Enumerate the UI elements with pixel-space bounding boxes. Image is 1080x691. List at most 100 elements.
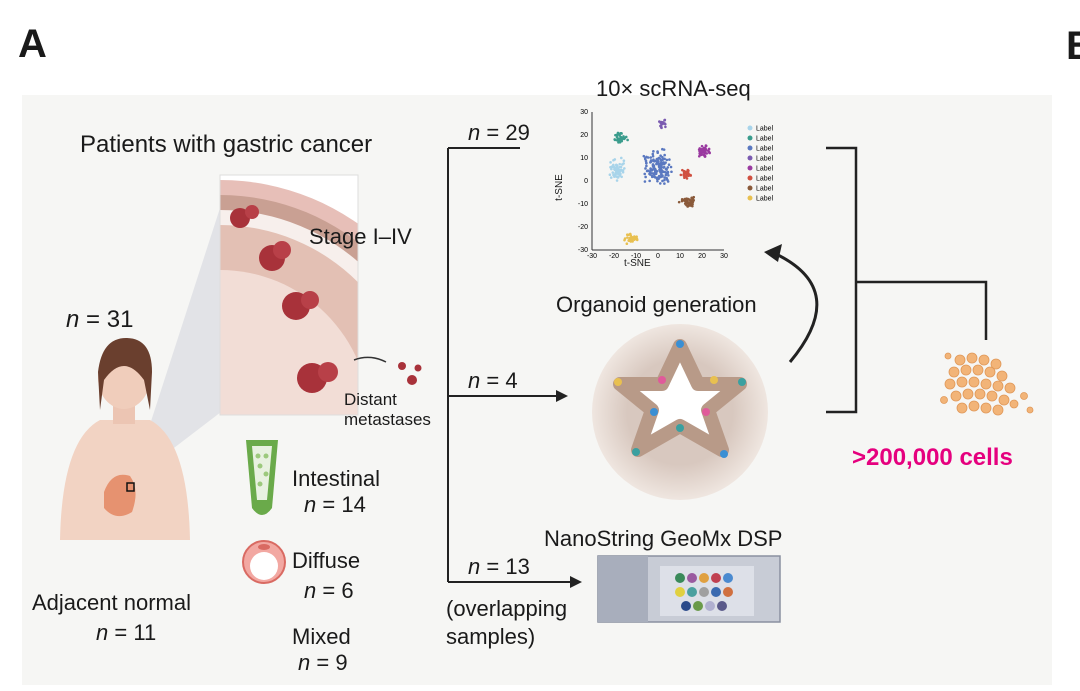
tsne-point-cluster-7	[686, 197, 690, 201]
tsne-point-cluster-1	[618, 162, 622, 166]
tsne-legend-label: Label	[756, 126, 774, 133]
tsne-legend-label: Label	[756, 146, 774, 153]
tsne-legend-label: Label	[756, 136, 774, 143]
tsne-point-cluster-3	[645, 164, 648, 168]
geomx-title: NanoString GeoMx DSP	[544, 526, 783, 551]
tsne-point-cluster-1	[608, 173, 612, 177]
tsne-point-cluster-4	[660, 125, 663, 129]
tsne-y-tick: 30	[580, 109, 588, 116]
tsne-point-cluster-2	[613, 138, 617, 142]
tsne-point-cluster-6	[687, 172, 691, 176]
tsne-point-cluster-3	[656, 150, 659, 153]
tsne-legend-label: Label	[756, 186, 774, 193]
tsne-x-tick: -30	[587, 253, 597, 260]
tsne-point-cluster-1	[613, 175, 616, 178]
tsne-point-cluster-3	[661, 155, 664, 159]
tsne-point-cluster-1	[622, 162, 625, 165]
subtype-mixed-label: Mixed	[292, 624, 351, 649]
scrna-title: 10× scRNA-seq	[596, 76, 751, 101]
tsne-y-tick: 10	[580, 155, 588, 162]
tsne-point-cluster-3	[663, 176, 666, 179]
tsne-point-cluster-3	[659, 154, 662, 157]
tsne-legend-swatch	[747, 165, 753, 171]
tsne-point-cluster-5	[698, 152, 702, 155]
tsne-point-cluster-2	[626, 138, 629, 142]
subtype-diffuse-label: Diffuse	[292, 548, 361, 573]
tsne-x-tick: -10	[631, 253, 641, 260]
tsne-point-cluster-2	[619, 131, 623, 135]
branch-scrna-count: n = 29	[468, 120, 530, 145]
tsne-point-cluster-3	[660, 169, 664, 172]
tsne-x-tick: 10	[676, 253, 684, 260]
tsne-y-tick: -20	[578, 224, 588, 231]
tsne-point-cluster-7	[688, 199, 692, 202]
tsne-y-tick: -30	[578, 247, 588, 254]
zoom-wedge	[132, 205, 221, 480]
tsne-point-cluster-1	[610, 167, 613, 171]
tsne-x-tick: 30	[720, 253, 728, 260]
tsne-point-cluster-1	[612, 163, 615, 167]
tsne-point-cluster-8	[626, 236, 629, 239]
tsne-point-cluster-7	[677, 200, 681, 204]
curved-arrow	[775, 252, 819, 363]
metastasis-dot	[414, 364, 422, 372]
tsne-y-tick: 20	[580, 132, 588, 139]
tsne-point-cluster-7	[680, 197, 684, 201]
tsne-legend-label: Label	[756, 166, 774, 173]
tsne-point-cluster-3	[663, 178, 666, 182]
tsne-point-cluster-7	[689, 204, 692, 207]
tsne-point-cluster-1	[613, 158, 617, 161]
intestinal-gland-icon	[246, 440, 278, 515]
metastases-label: metastases	[344, 410, 431, 429]
tsne-point-cluster-7	[685, 203, 689, 207]
tsne-legend-swatch	[747, 135, 753, 141]
tsne-point-cluster-3	[664, 173, 668, 177]
tsne-point-cluster-3	[657, 160, 660, 163]
diffuse-cell-icon	[242, 540, 286, 584]
adjacent-normal-label: Adjacent normal	[32, 590, 191, 615]
tsne-point-cluster-3	[663, 182, 666, 185]
panel-label-b: B	[1066, 24, 1080, 69]
tsne-point-cluster-2	[623, 137, 626, 140]
tsne-point-cluster-3	[667, 174, 670, 177]
tsne-point-cluster-3	[657, 162, 661, 166]
tsne-point-cluster-3	[659, 161, 663, 165]
cells-count-label: >200,000 cells	[852, 444, 1013, 471]
tsne-point-cluster-3	[666, 180, 670, 183]
tsne-y-tick: 0	[584, 178, 588, 185]
tsne-point-cluster-3	[662, 162, 665, 165]
tsne-point-cluster-3	[665, 168, 668, 171]
tsne-point-cluster-7	[692, 199, 695, 202]
tsne-point-cluster-3	[649, 161, 652, 164]
tsne-point-cluster-1	[614, 172, 617, 175]
tsne-point-cluster-1	[611, 171, 615, 174]
tsne-point-cluster-5	[702, 153, 705, 157]
tsne-point-cluster-1	[621, 170, 625, 174]
tsne-legend-swatch	[747, 145, 753, 151]
tsne-point-cluster-1	[618, 170, 621, 173]
tsne-point-cluster-3	[645, 161, 648, 165]
tsne-point-cluster-8	[627, 233, 630, 237]
branch-organoid-count: n = 4	[468, 368, 518, 393]
tsne-point-cluster-8	[625, 242, 629, 246]
organoid-title: Organoid generation	[556, 292, 757, 317]
tsne-point-cluster-2	[620, 139, 623, 142]
patient-figure	[60, 338, 190, 540]
tsne-point-cluster-5	[700, 147, 704, 151]
tsne-point-cluster-3	[651, 152, 655, 156]
tsne-point-cluster-6	[689, 174, 693, 177]
tsne-point-cluster-4	[663, 119, 666, 122]
overlapping-note-2: samples)	[446, 624, 536, 649]
tsne-point-cluster-3	[643, 157, 647, 160]
adjacent-normal-count: n = 11	[96, 620, 157, 645]
tsne-point-cluster-3	[659, 159, 663, 162]
tsne-point-cluster-7	[683, 199, 686, 202]
tsne-point-cluster-3	[642, 154, 646, 158]
tsne-point-cluster-6	[686, 169, 690, 173]
tsne-point-cluster-3	[652, 159, 656, 163]
tsne-point-cluster-3	[646, 169, 650, 172]
tsne-point-cluster-3	[644, 175, 647, 179]
tsne-point-cluster-3	[651, 154, 655, 158]
